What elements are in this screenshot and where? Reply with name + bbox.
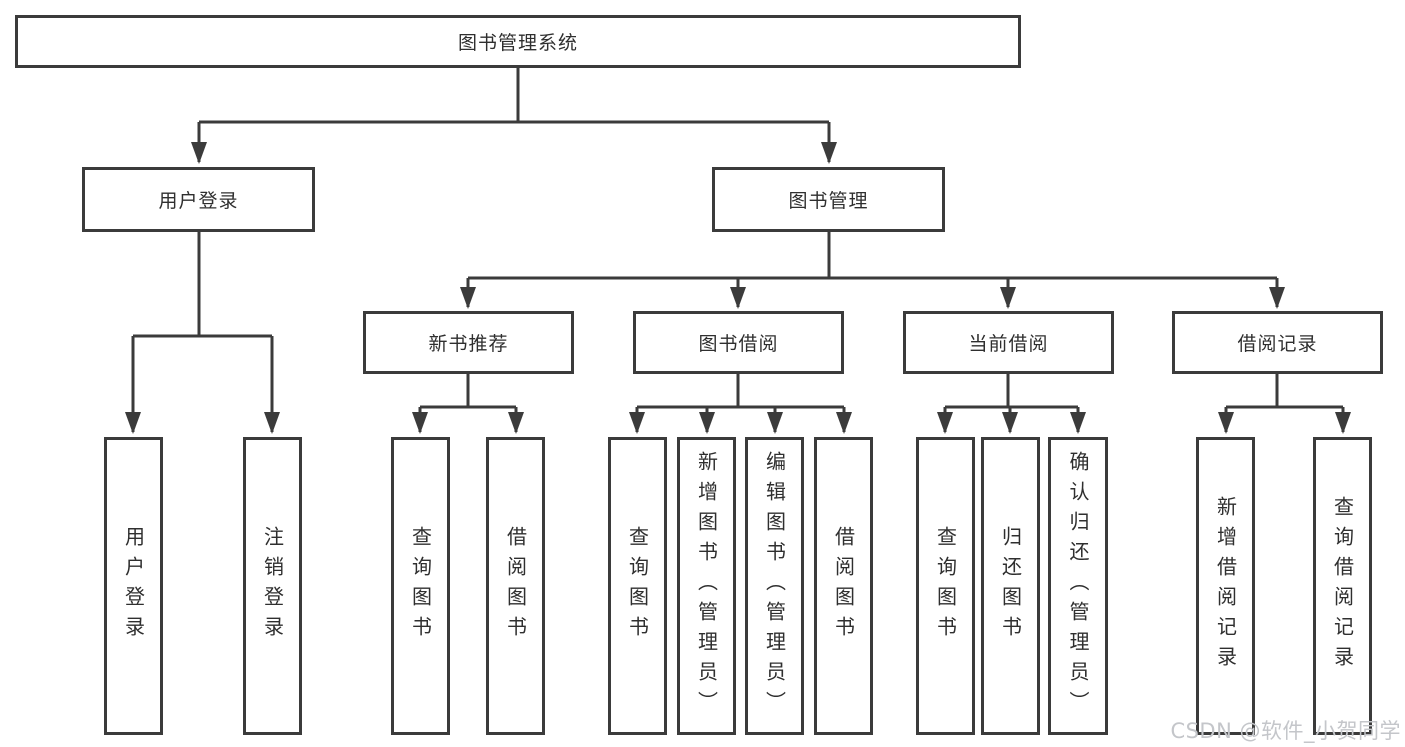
node-borrow-record-label: 借阅记录 — [1237, 333, 1318, 355]
leaf-user-login: 用户登录 — [104, 437, 163, 735]
leaf-confirm-return-admin-label: 确认归还（管理员） — [1066, 451, 1090, 721]
node-current-borrow: 当前借阅 — [903, 311, 1114, 374]
node-new-book-recommend: 新书推荐 — [363, 311, 574, 374]
leaf-edit-book-admin: 编辑图书（管理员） — [745, 437, 804, 735]
leaf-query-books-borrow-label: 查询图书 — [625, 526, 650, 646]
leaf-add-borrow-record: 新增借阅记录 — [1196, 437, 1255, 735]
node-root-system-label: 图书管理系统 — [457, 32, 578, 54]
node-book-management-label: 图书管理 — [788, 190, 869, 212]
leaf-borrow-books-label: 借阅图书 — [831, 526, 856, 646]
node-root-system: 图书管理系统 — [15, 15, 1021, 68]
node-current-borrow-label: 当前借阅 — [968, 333, 1049, 355]
leaf-query-borrow-record-label: 查询借阅记录 — [1330, 496, 1355, 676]
leaf-return-book: 归还图书 — [981, 437, 1040, 735]
node-book-borrow: 图书借阅 — [633, 311, 844, 374]
csdn-watermark: CSDN @软件_小贺同学 — [1170, 719, 1401, 743]
leaf-borrow-books: 借阅图书 — [814, 437, 873, 735]
leaf-return-book-label: 归还图书 — [998, 526, 1023, 646]
leaf-add-book-admin-label: 新增图书（管理员） — [694, 451, 719, 721]
leaf-borrow-books-recommend: 借阅图书 — [486, 437, 545, 735]
branch-book-management — [460, 232, 1285, 309]
leaf-query-books-recommend: 查询图书 — [391, 437, 450, 735]
branch-borrow-record — [1218, 374, 1351, 434]
leaf-query-books-recommend-label: 查询图书 — [408, 526, 433, 646]
leaf-query-borrow-record: 查询借阅记录 — [1313, 437, 1372, 735]
leaf-query-books-current-label: 查询图书 — [933, 526, 958, 646]
branch-book-borrow — [629, 374, 852, 434]
node-book-borrow-label: 图书借阅 — [698, 333, 779, 355]
node-book-management: 图书管理 — [712, 167, 945, 232]
leaf-logout-label: 注销登录 — [260, 526, 285, 646]
leaf-add-borrow-record-label: 新增借阅记录 — [1213, 496, 1238, 676]
branch-root — [191, 68, 837, 164]
node-user-login-label: 用户登录 — [158, 190, 239, 212]
node-borrow-record: 借阅记录 — [1172, 311, 1383, 374]
leaf-logout: 注销登录 — [243, 437, 302, 735]
node-new-book-recommend-label: 新书推荐 — [428, 333, 509, 355]
branch-user-login — [125, 232, 280, 434]
leaf-query-books-borrow: 查询图书 — [608, 437, 667, 735]
leaf-edit-book-admin-label: 编辑图书（管理员） — [762, 451, 787, 721]
leaf-confirm-return-admin: 确认归还（管理员） — [1048, 437, 1108, 735]
leaf-add-book-admin: 新增图书（管理员） — [677, 437, 736, 735]
branch-current-borrow — [937, 374, 1086, 434]
leaf-user-login-label: 用户登录 — [121, 526, 146, 646]
node-user-login: 用户登录 — [82, 167, 315, 232]
leaf-query-books-current: 查询图书 — [916, 437, 975, 735]
leaf-borrow-books-recommend-label: 借阅图书 — [503, 526, 528, 646]
branch-new-book-recommend — [412, 374, 524, 434]
